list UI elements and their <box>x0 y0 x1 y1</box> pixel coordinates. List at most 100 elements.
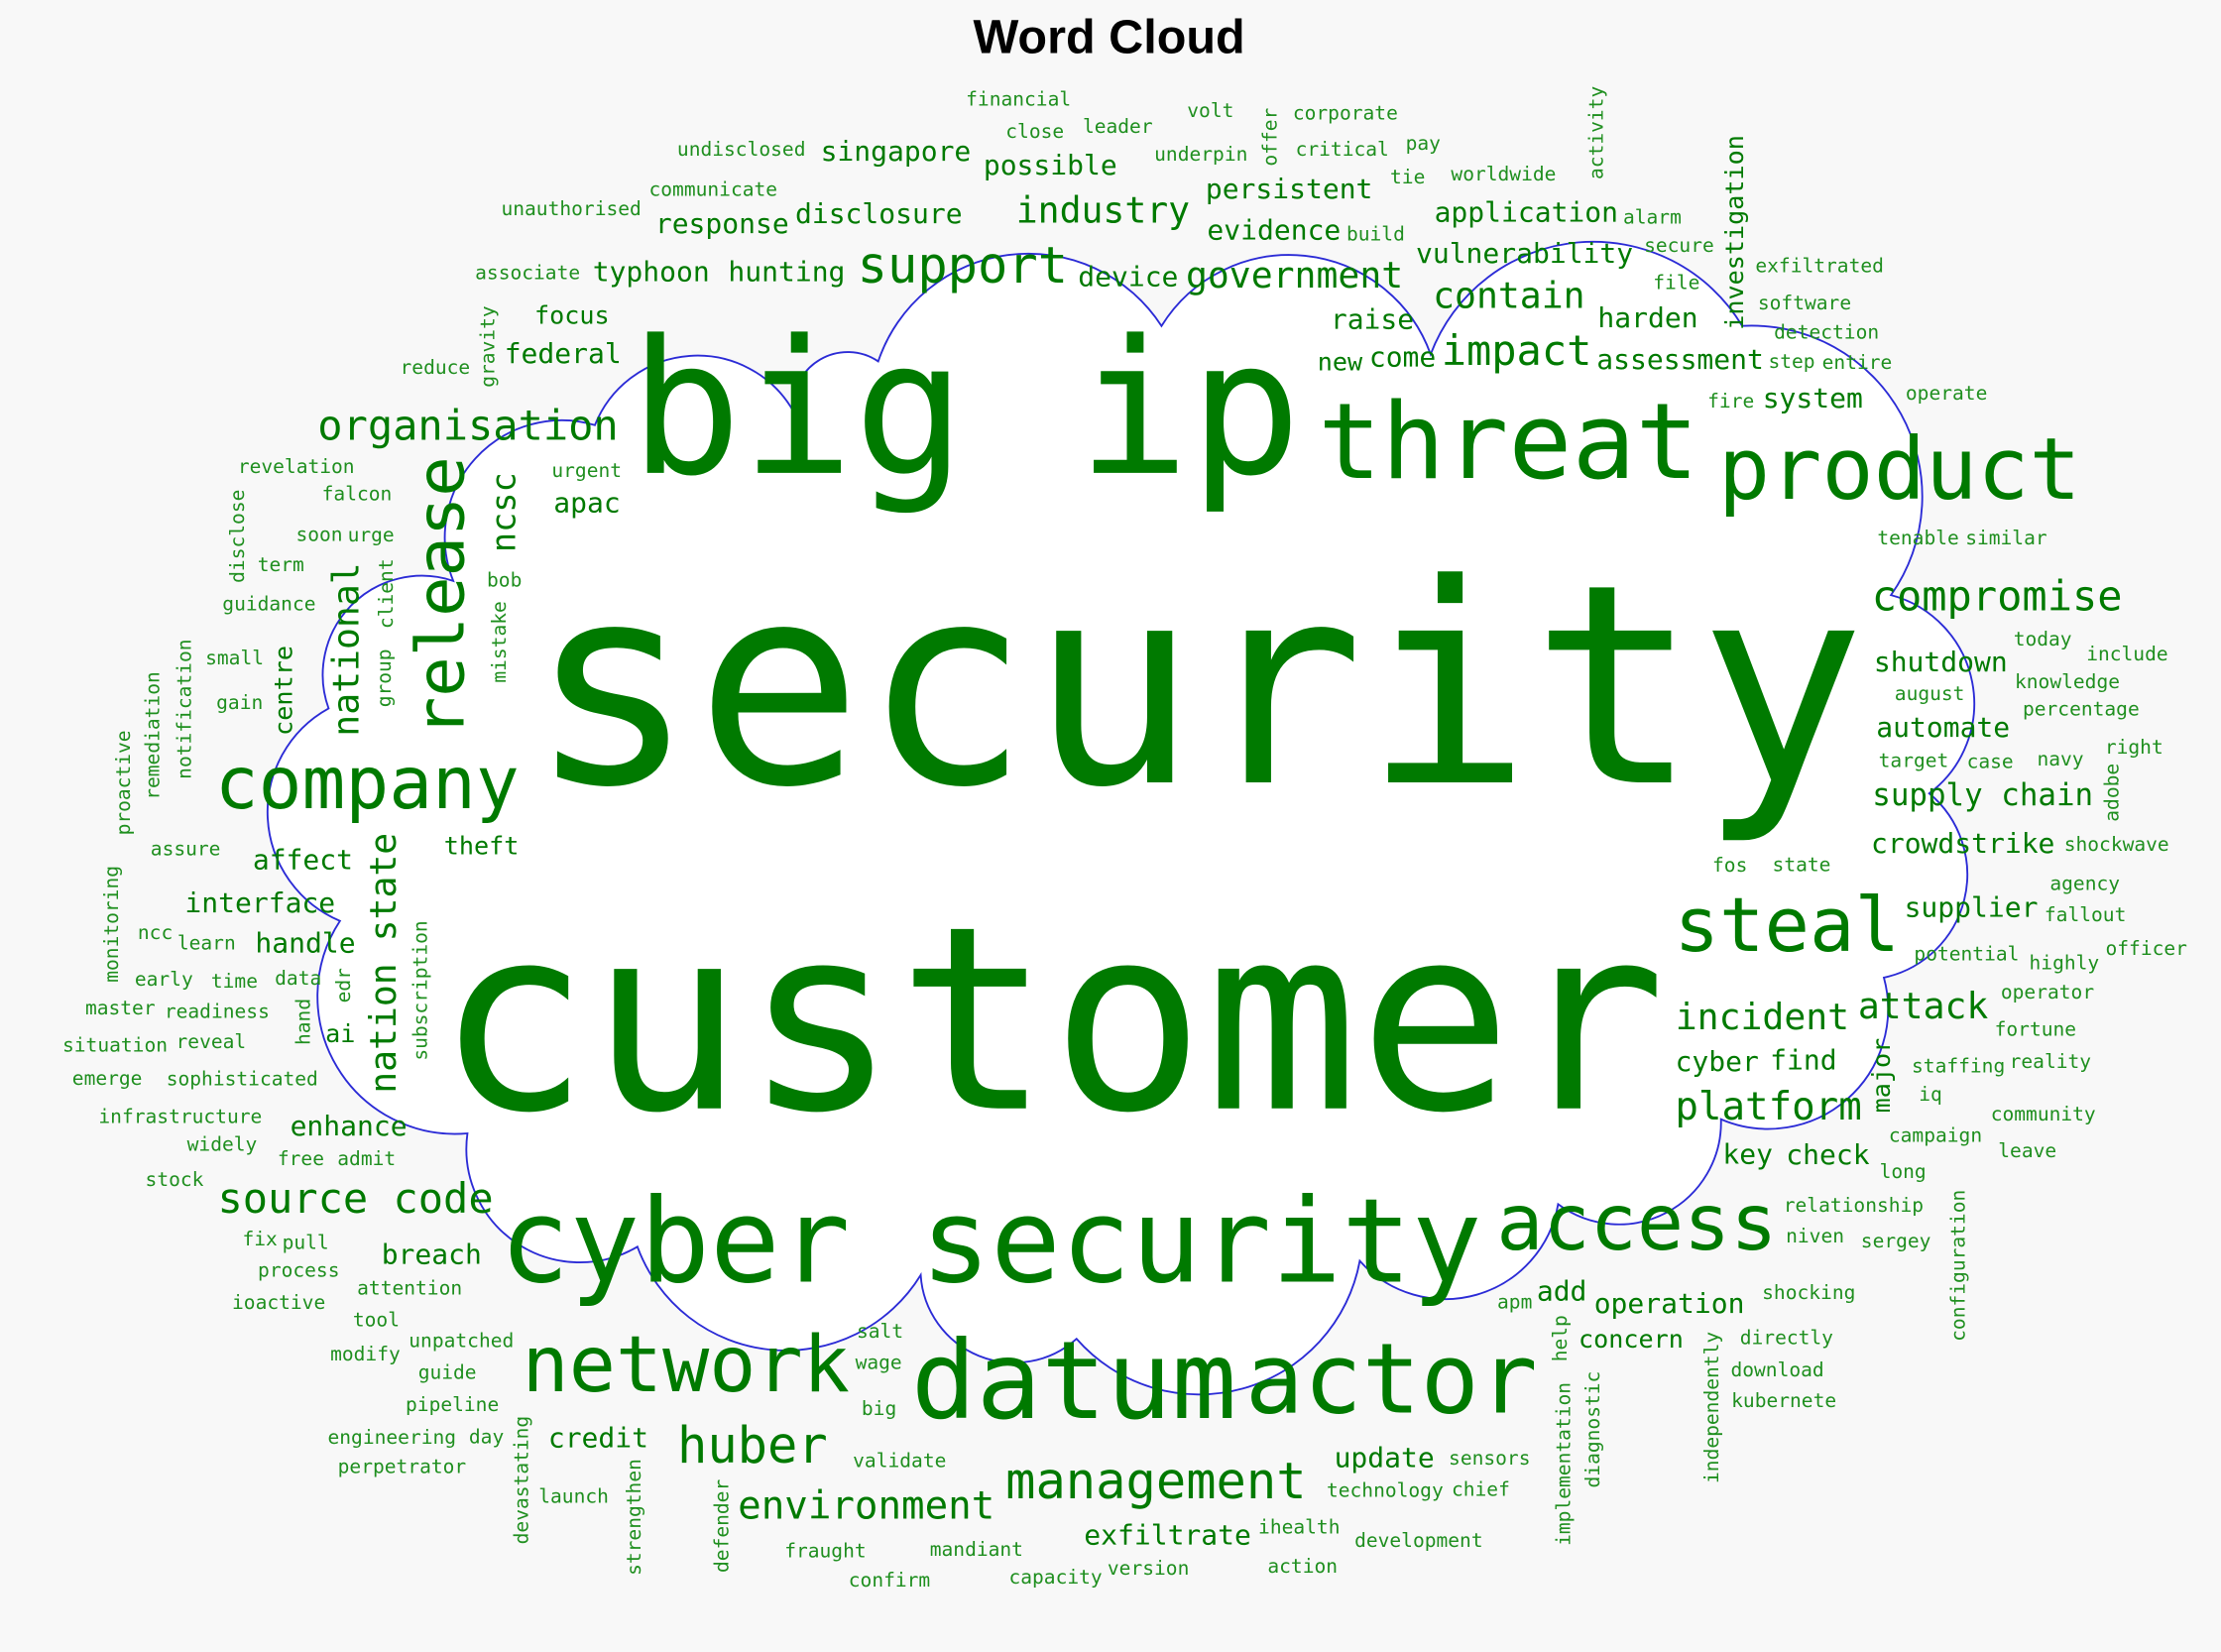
word-undisclosed: undisclosed <box>677 138 806 161</box>
word-officer: officer <box>2105 937 2187 960</box>
word-pay: pay <box>1406 132 1442 155</box>
word-ncsc: ncsc <box>485 472 524 552</box>
word-communicate: communicate <box>649 178 778 201</box>
word-close: close <box>1005 120 1064 143</box>
word-soon: soon <box>295 523 342 545</box>
word-small: small <box>205 647 264 669</box>
word-assessment: assessment <box>1596 343 1764 376</box>
word-credit: credit <box>548 1422 648 1455</box>
word-reality: reality <box>2010 1050 2092 1073</box>
word-detection: detection <box>1774 321 1879 344</box>
word-tool: tool <box>353 1308 400 1331</box>
word-situation: situation <box>62 1034 168 1057</box>
word-august: august <box>1895 682 1965 705</box>
word-proactive: proactive <box>112 730 135 835</box>
word-corporate: corporate <box>1293 101 1398 124</box>
word-national: national <box>325 562 368 736</box>
word-interface: interface <box>184 886 335 919</box>
word-focus: focus <box>534 301 610 330</box>
word-possible: possible <box>984 149 1117 181</box>
word-attack: attack <box>1858 985 1989 1027</box>
word-key: key <box>1722 1138 1773 1171</box>
word-exfiltrated: exfiltrated <box>1755 255 1884 278</box>
word-tenable: tenable <box>1877 527 1958 549</box>
word-hunting: hunting <box>728 255 845 288</box>
word-iq: iq <box>1919 1083 1942 1106</box>
word-chief: chief <box>1452 1477 1510 1500</box>
word-critical: critical <box>1296 138 1389 161</box>
word-monitoring: monitoring <box>100 866 123 983</box>
word-response: response <box>655 207 789 240</box>
word-development: development <box>1354 1529 1483 1552</box>
word-wage: wage <box>856 1352 902 1374</box>
word-shockwave: shockwave <box>2064 833 2169 856</box>
word-infrastructure: infrastructure <box>98 1106 262 1128</box>
word-software: software <box>1758 292 1851 314</box>
word-adobe: adobe <box>2101 764 2124 822</box>
word-notification: notification <box>174 639 196 778</box>
word-data: data <box>275 967 321 990</box>
word-relationship: relationship <box>1784 1194 1924 1217</box>
word-major: major <box>1867 1038 1896 1114</box>
word-tie: tie <box>1390 166 1425 188</box>
word-gain: gain <box>216 691 263 714</box>
word-ai: ai <box>325 1019 355 1048</box>
chart-title: Word Cloud <box>973 10 1244 63</box>
word-contain: contain <box>1433 275 1584 317</box>
word-guide: guide <box>418 1360 477 1383</box>
word-vulnerability: vulnerability <box>1416 237 1633 270</box>
word-steal: steal <box>1675 882 1900 969</box>
word-right: right <box>2105 736 2163 759</box>
word-actor: actor <box>1245 1323 1538 1436</box>
word-operation: operation <box>1594 1287 1745 1320</box>
word-diagnostic: diagnostic <box>1581 1371 1604 1488</box>
word-check: check <box>1786 1138 1869 1171</box>
word-reveal: reveal <box>176 1030 247 1053</box>
word-admit: admit <box>337 1147 396 1170</box>
word-shocking: shocking <box>1762 1281 1855 1304</box>
word-revelation: revelation <box>238 455 355 478</box>
word-impact: impact <box>1442 326 1592 375</box>
word-release: release <box>402 456 479 737</box>
word-handle: handle <box>255 927 355 960</box>
word-urge: urge <box>348 524 395 546</box>
word-gravity: gravity <box>476 305 499 388</box>
word-entire: entire <box>1822 351 1893 374</box>
word-supplier: supplier <box>1905 891 2039 924</box>
word-fos: fos <box>1712 854 1747 877</box>
word-operate: operate <box>1906 382 1987 405</box>
word-typhoon: typhoon <box>593 256 710 289</box>
word-unpatched: unpatched <box>409 1329 514 1352</box>
word-readiness: readiness <box>165 1001 270 1023</box>
word-pull: pull <box>283 1231 329 1253</box>
word-singapore: singapore <box>821 135 972 168</box>
word-new: new <box>1318 347 1363 376</box>
word-highly: highly <box>2030 952 2100 975</box>
word-salt: salt <box>857 1320 903 1343</box>
word-build: build <box>1346 223 1405 246</box>
word-operator: operator <box>2001 981 2094 1003</box>
word-cyber: cyber <box>1676 1045 1759 1078</box>
word-stock: stock <box>146 1168 204 1191</box>
word-crowdstrike: crowdstrike <box>1871 827 2054 860</box>
word-early: early <box>135 968 193 991</box>
word-system: system <box>1763 382 1863 414</box>
word-update: update <box>1335 1442 1435 1475</box>
word-network: network <box>522 1320 849 1410</box>
word-secure: secure <box>1644 234 1714 257</box>
word-help: help <box>1549 1315 1572 1361</box>
word-sergey: sergey <box>1861 1230 1931 1252</box>
word-attention: attention <box>357 1276 462 1299</box>
word-device: device <box>1078 261 1178 294</box>
word-ncc: ncc <box>138 921 173 944</box>
word-unauthorised: unauthorised <box>501 197 641 220</box>
word-source-code: source code <box>217 1174 493 1223</box>
word-customer: customer <box>436 872 1667 1169</box>
word-time: time <box>211 970 258 993</box>
word-associate: associate <box>475 262 580 285</box>
word-similar: similar <box>1965 527 2047 549</box>
word-devastating: devastating <box>511 1416 533 1545</box>
word-supply-chain: supply chain <box>1872 777 2093 813</box>
word-mandiant: mandiant <box>930 1538 1023 1561</box>
